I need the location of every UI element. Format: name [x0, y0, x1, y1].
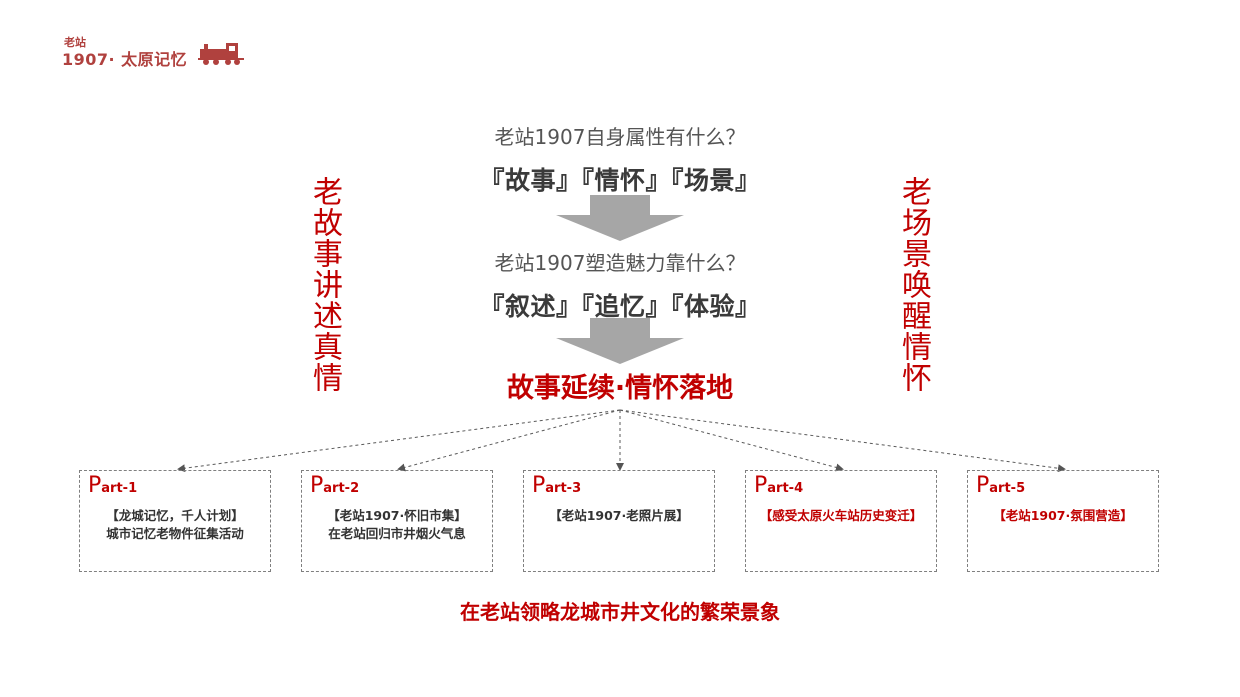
connector-part-4 — [619, 409, 844, 472]
part-box-2: Part-2 【老站1907·怀旧市集】 在老站回归市井烟火气息 — [301, 470, 493, 572]
part-letter: P — [532, 473, 546, 498]
connector-part-2 — [397, 409, 621, 472]
part-title: Part-4 — [754, 473, 803, 498]
part-letter: P — [88, 473, 102, 498]
part-description: 【老站1907·老照片展】 — [524, 507, 714, 525]
question-1: 老站1907自身属性有什么？ — [494, 125, 746, 149]
part-number: art-5 — [989, 481, 1026, 496]
part-desc-line-1: 【老站1907·怀旧市集】 — [327, 508, 467, 523]
down-arrow-2 — [556, 318, 684, 364]
part-number: art-3 — [545, 481, 582, 496]
part-description: 【龙城记忆，千人计划】 城市记忆老物件征集活动 — [80, 507, 270, 543]
connector-part-5 — [619, 409, 1066, 473]
part-description: 【感受太原火车站历史变迁】 — [746, 507, 936, 525]
logo-small-text: 老站 — [64, 36, 86, 49]
part-number: art-4 — [767, 481, 804, 496]
left-vertical-text: 老故事讲述真情 — [307, 176, 342, 393]
down-arrow-1 — [556, 195, 684, 241]
logo-main-text: 1907· 太原记忆 — [62, 50, 188, 69]
part-number: art-2 — [323, 481, 360, 496]
part-desc-line-1: 【龙城记忆，千人计划】 — [106, 508, 244, 523]
part-title: Part-1 — [88, 473, 137, 498]
part-letter: P — [310, 473, 324, 498]
keywords-1: 『故事』『情怀』『场景』 — [479, 166, 761, 195]
part-desc-line-2: 在老站回归市井烟火气息 — [328, 526, 466, 541]
part-title: Part-2 — [310, 473, 359, 498]
keywords-2: 『叙述』『追忆』『体验』 — [479, 292, 761, 321]
logo: 老站 1907· 太原记忆 — [62, 36, 247, 69]
part-description: 【老站1907·怀旧市集】 在老站回归市井烟火气息 — [302, 507, 492, 543]
question-2: 老站1907塑造魅力靠什么？ — [494, 251, 746, 275]
connector-part-1 — [177, 409, 621, 473]
footer-slogan: 在老站领略龙城市井文化的繁荣景象 — [460, 600, 780, 624]
part-desc-line-1: 【老站1907·氛围营造】 — [993, 508, 1133, 523]
part-box-5: Part-5 【老站1907·氛围营造】 — [967, 470, 1159, 572]
part-number: art-1 — [101, 481, 138, 496]
part-letter: P — [754, 473, 768, 498]
right-vertical-text: 老场景唤醒情怀 — [896, 176, 931, 393]
part-title: Part-5 — [976, 473, 1025, 498]
train-icon — [198, 43, 244, 65]
part-desc-line-2: 城市记忆老物件征集活动 — [106, 526, 244, 541]
part-box-4: Part-4 【感受太原火车站历史变迁】 — [745, 470, 937, 572]
part-letter: P — [976, 473, 990, 498]
part-box-1: Part-1 【龙城记忆，千人计划】 城市记忆老物件征集活动 — [79, 470, 271, 572]
part-box-3: Part-3 【老站1907·老照片展】 — [523, 470, 715, 572]
part-description: 【老站1907·氛围营造】 — [968, 507, 1158, 525]
part-title: Part-3 — [532, 473, 581, 498]
part-desc-line-1: 【老站1907·老照片展】 — [549, 508, 689, 523]
part-desc-line-1: 【感受太原火车站历史变迁】 — [759, 508, 923, 523]
headline: 故事延续·情怀落地 — [506, 373, 734, 404]
